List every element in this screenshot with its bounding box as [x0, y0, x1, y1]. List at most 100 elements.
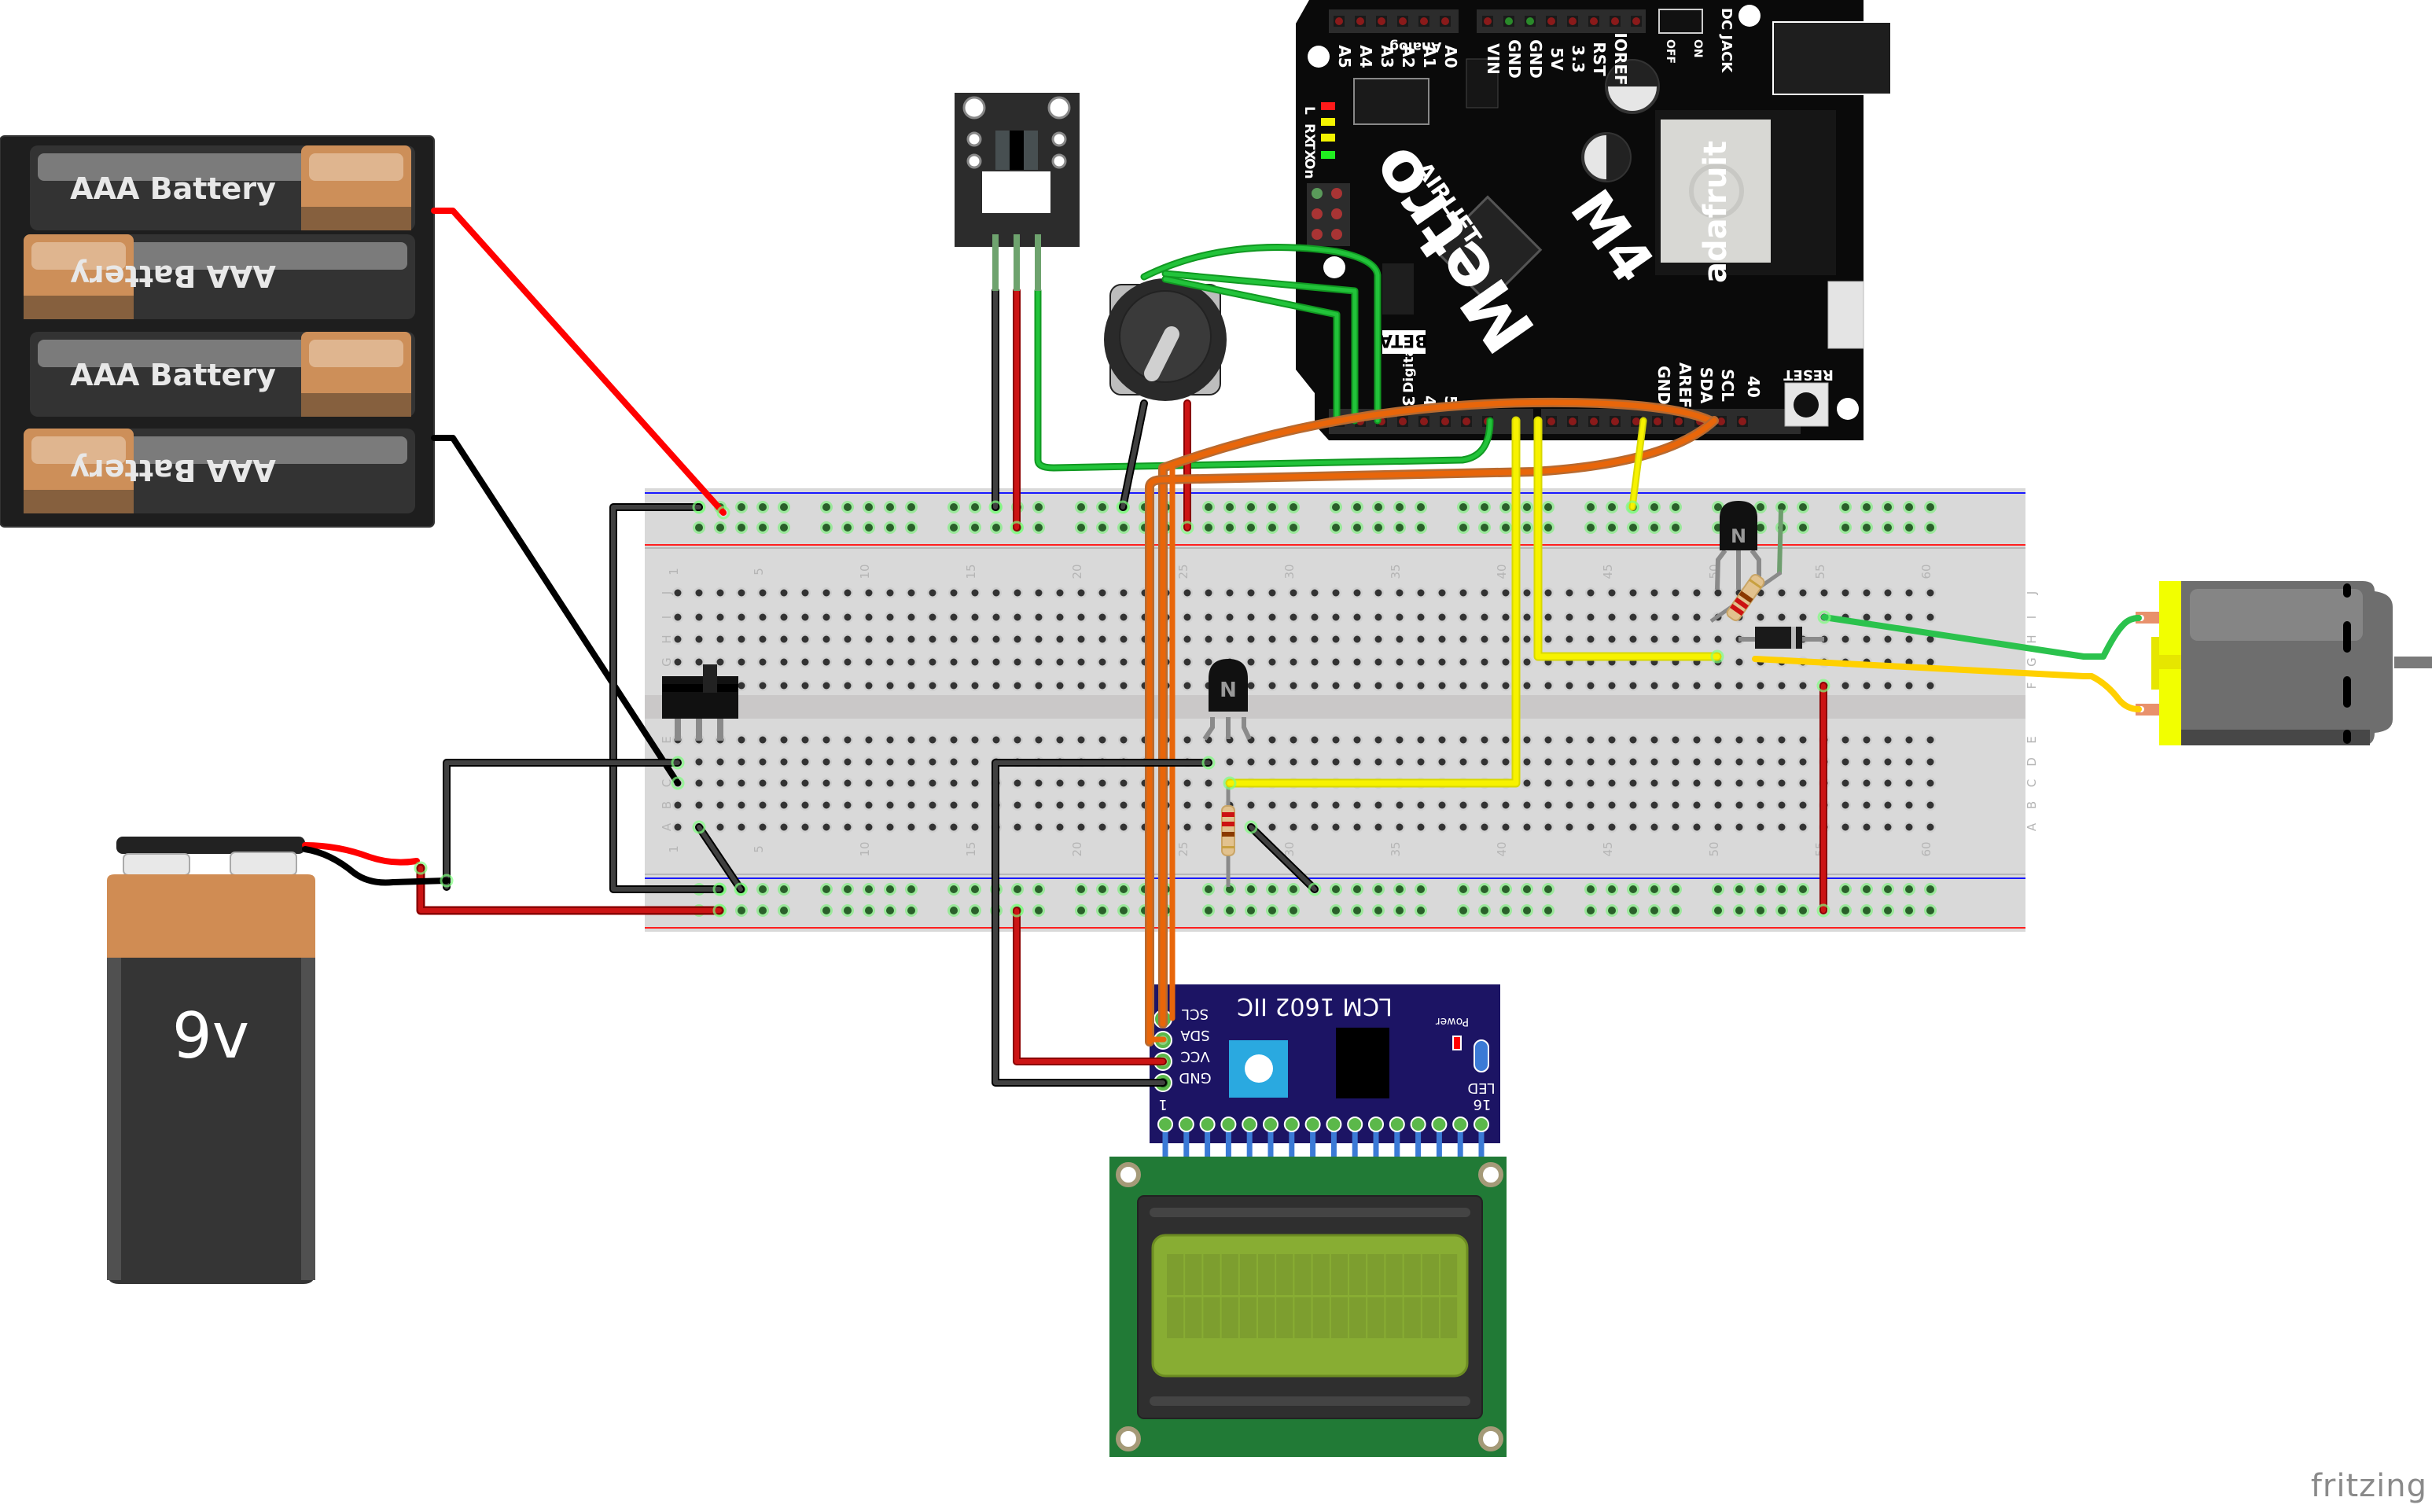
- breadboard-hole[interactable]: [950, 589, 958, 597]
- breadboard-hole[interactable]: [1438, 801, 1446, 809]
- rail-hole[interactable]: [1544, 503, 1552, 511]
- breadboard-hole[interactable]: [759, 758, 767, 766]
- breadboard-hole[interactable]: [1905, 823, 1913, 831]
- breadboard-hole[interactable]: [1417, 823, 1425, 831]
- breadboard-hole[interactable]: [950, 801, 958, 809]
- breadboard-hole[interactable]: [1268, 613, 1276, 621]
- breadboard-hole[interactable]: [738, 758, 745, 766]
- rail-hole[interactable]: [1905, 885, 1913, 893]
- rail-hole[interactable]: [1098, 885, 1106, 893]
- rail-hole[interactable]: [1481, 885, 1488, 893]
- breadboard-hole[interactable]: [1799, 613, 1807, 621]
- breadboard-hole[interactable]: [1523, 758, 1531, 766]
- usb-port[interactable]: [1827, 281, 1864, 349]
- breadboard-hole[interactable]: [716, 589, 724, 597]
- rail-hole[interactable]: [1035, 907, 1043, 914]
- breadboard-hole[interactable]: [1502, 658, 1510, 666]
- rail-hole[interactable]: [886, 885, 894, 893]
- rail-hole[interactable]: [1332, 503, 1340, 511]
- rail-hole[interactable]: [1396, 885, 1404, 893]
- breadboard-hole[interactable]: [1438, 589, 1446, 597]
- breadboard-hole[interactable]: [1502, 613, 1510, 621]
- breadboard-hole[interactable]: [1778, 779, 1786, 787]
- breadboard-hole[interactable]: [1502, 682, 1510, 690]
- breadboard-hole[interactable]: [1757, 613, 1764, 621]
- breadboard-hole[interactable]: [1459, 736, 1467, 744]
- rail-hole[interactable]: [886, 503, 894, 511]
- header-pin[interactable]: [1420, 418, 1428, 425]
- header-pin[interactable]: [1590, 17, 1598, 25]
- breadboard-hole[interactable]: [1523, 658, 1531, 666]
- breadboard-hole[interactable]: [1587, 736, 1595, 744]
- rail-hole[interactable]: [1374, 503, 1382, 511]
- breadboard-hole[interactable]: [1841, 823, 1849, 831]
- rail-hole[interactable]: [971, 907, 979, 914]
- breadboard-hole[interactable]: [780, 736, 788, 744]
- breadboard-hole[interactable]: [1481, 613, 1488, 621]
- rail-hole[interactable]: [1353, 885, 1361, 893]
- breadboard-hole[interactable]: [1693, 613, 1701, 621]
- breadboard-hole[interactable]: [738, 589, 745, 597]
- breadboard-hole[interactable]: [1311, 736, 1319, 744]
- breadboard-hole[interactable]: [1650, 682, 1658, 690]
- breadboard-hole[interactable]: [1523, 635, 1531, 643]
- breadboard-hole[interactable]: [1268, 658, 1276, 666]
- header-pin[interactable]: [1611, 418, 1619, 425]
- rail-hole[interactable]: [1459, 503, 1467, 511]
- rail-hole[interactable]: [844, 503, 852, 511]
- breadboard-hole[interactable]: [822, 658, 830, 666]
- breadboard-hole[interactable]: [1841, 589, 1849, 597]
- rail-hole[interactable]: [695, 524, 703, 532]
- breadboard-hole[interactable]: [1459, 589, 1467, 597]
- breadboard-hole[interactable]: [1396, 613, 1404, 621]
- breadboard-hole[interactable]: [1396, 589, 1404, 597]
- breadboard-hole[interactable]: [907, 635, 915, 643]
- rail-hole[interactable]: [1502, 907, 1510, 914]
- breadboard-hole[interactable]: [1544, 801, 1552, 809]
- breadboard-hole[interactable]: [1014, 682, 1021, 690]
- breadboard-hole[interactable]: [801, 758, 809, 766]
- breadboard-hole[interactable]: [738, 682, 745, 690]
- reset-button[interactable]: [1784, 382, 1829, 427]
- breadboard-hole[interactable]: [1544, 779, 1552, 787]
- header-pin[interactable]: [1717, 418, 1725, 425]
- breadboard-hole[interactable]: [1120, 613, 1128, 621]
- breadboard-hole[interactable]: [1417, 635, 1425, 643]
- breadboard-hole[interactable]: [1905, 635, 1913, 643]
- breadboard-hole[interactable]: [759, 801, 767, 809]
- breadboard-hole[interactable]: [1417, 682, 1425, 690]
- breadboard-hole[interactable]: [844, 779, 852, 787]
- rail-hole[interactable]: [1608, 907, 1616, 914]
- rail-hole[interactable]: [1587, 503, 1595, 511]
- rail-hole[interactable]: [1268, 503, 1276, 511]
- breadboard-hole[interactable]: [1735, 801, 1743, 809]
- header-pin[interactable]: [1569, 17, 1577, 25]
- breadboard-hole[interactable]: [844, 801, 852, 809]
- breadboard-hole[interactable]: [1035, 613, 1043, 621]
- rail-hole[interactable]: [1863, 503, 1871, 511]
- breadboard-hole[interactable]: [971, 779, 979, 787]
- breadboard-hole[interactable]: [1608, 736, 1616, 744]
- rail-hole[interactable]: [844, 907, 852, 914]
- breadboard-hole[interactable]: [716, 758, 724, 766]
- breadboard-hole[interactable]: [738, 635, 745, 643]
- breadboard-hole[interactable]: [886, 779, 894, 787]
- rail-hole[interactable]: [1332, 907, 1340, 914]
- breadboard-hole[interactable]: [801, 658, 809, 666]
- breadboard-hole[interactable]: [1629, 589, 1637, 597]
- breadboard-hole[interactable]: [1566, 736, 1573, 744]
- wire-gold-motor[interactable]: [1752, 656, 2142, 712]
- rail-hole[interactable]: [1799, 503, 1807, 511]
- breadboard-hole[interactable]: [1650, 758, 1658, 766]
- breadboard-hole[interactable]: [1290, 658, 1297, 666]
- rail-hole[interactable]: [1735, 907, 1743, 914]
- breadboard-hole[interactable]: [674, 823, 682, 831]
- breadboard-hole[interactable]: [1926, 635, 1934, 643]
- breadboard-hole[interactable]: [971, 589, 979, 597]
- wire-red-module-vcc[interactable]: [1013, 907, 1167, 1065]
- rail-hole[interactable]: [759, 885, 767, 893]
- breadboard-hole[interactable]: [822, 635, 830, 643]
- slide-switch[interactable]: [662, 664, 738, 741]
